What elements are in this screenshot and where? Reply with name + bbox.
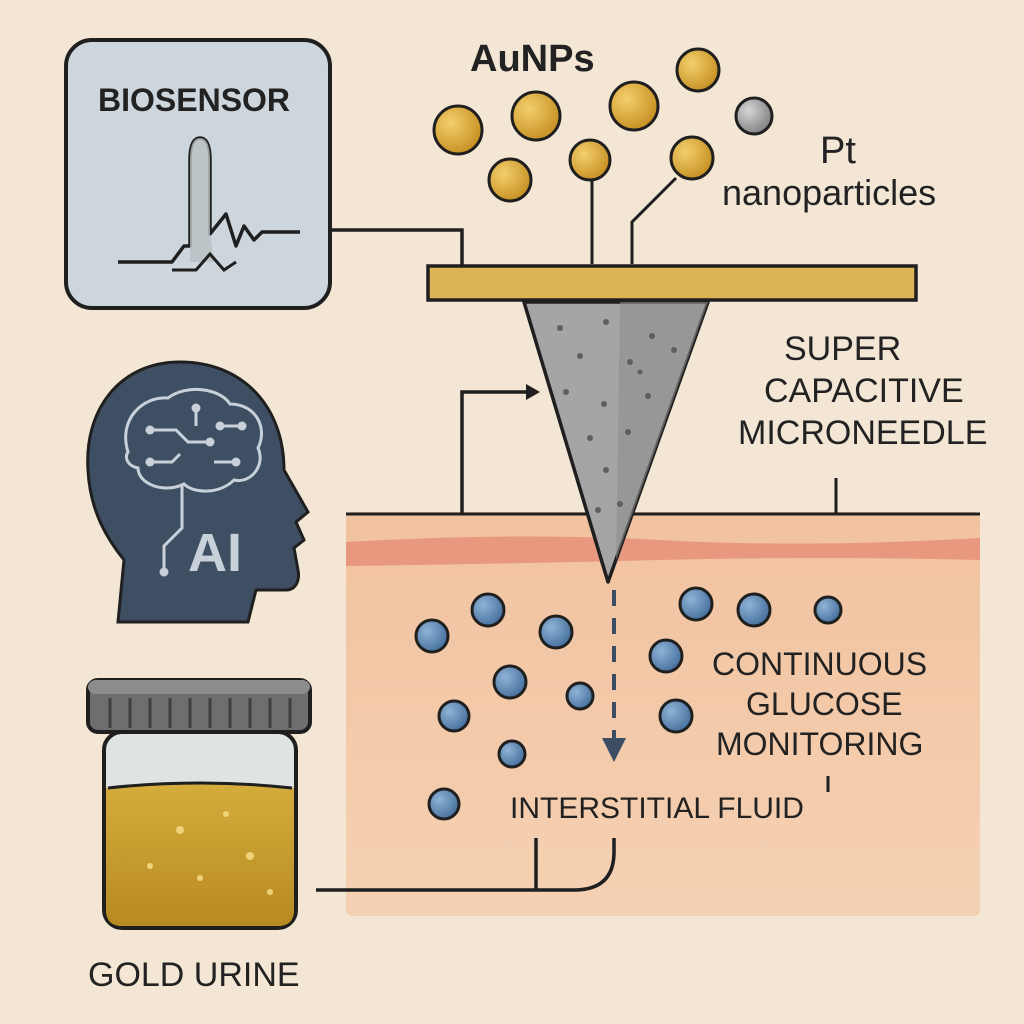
microneedle-label-line2: CAPACITIVE xyxy=(764,372,964,410)
microneedle-label-line3: MICRONEEDLE xyxy=(738,414,988,452)
ai-head-icon xyxy=(86,360,310,624)
skin-layer-stripe xyxy=(346,536,980,566)
gold-electrode-bar xyxy=(426,264,918,302)
arrow-head-icon xyxy=(526,384,540,400)
pt-label-line1: Pt xyxy=(820,130,856,172)
microneedle xyxy=(522,300,710,584)
microneedle-label-line1: SUPER xyxy=(784,330,902,368)
platinum-nanoparticle xyxy=(734,96,774,136)
down-arrow-icon xyxy=(602,738,626,762)
flow-arrow xyxy=(602,590,626,762)
urine-jar-icon xyxy=(86,678,312,930)
gold-nanoparticles xyxy=(432,47,721,203)
needle-feed-connector xyxy=(460,390,526,514)
urine-connector xyxy=(316,838,616,892)
interstitial-fluid-label: INTERSTITIAL FLUID xyxy=(510,792,804,825)
aunps-label: AuNPs xyxy=(470,38,595,80)
biosensor-panel xyxy=(64,38,332,310)
cgm-label-line1: CONTINUOUS xyxy=(712,646,928,682)
cgm-label-line3: MONITORING xyxy=(716,726,924,762)
biosensor-label: BIOSENSOR xyxy=(98,82,291,118)
gold-urine-label: GOLD URINE xyxy=(88,956,300,994)
cgm-label-line2: GLUCOSE xyxy=(746,686,903,722)
glucose-molecules xyxy=(414,586,843,821)
ai-label: AI xyxy=(188,523,242,583)
pt-label-line2: nanoparticles xyxy=(722,172,937,213)
particle-stems xyxy=(590,176,678,264)
biosensor-connector xyxy=(330,228,464,268)
